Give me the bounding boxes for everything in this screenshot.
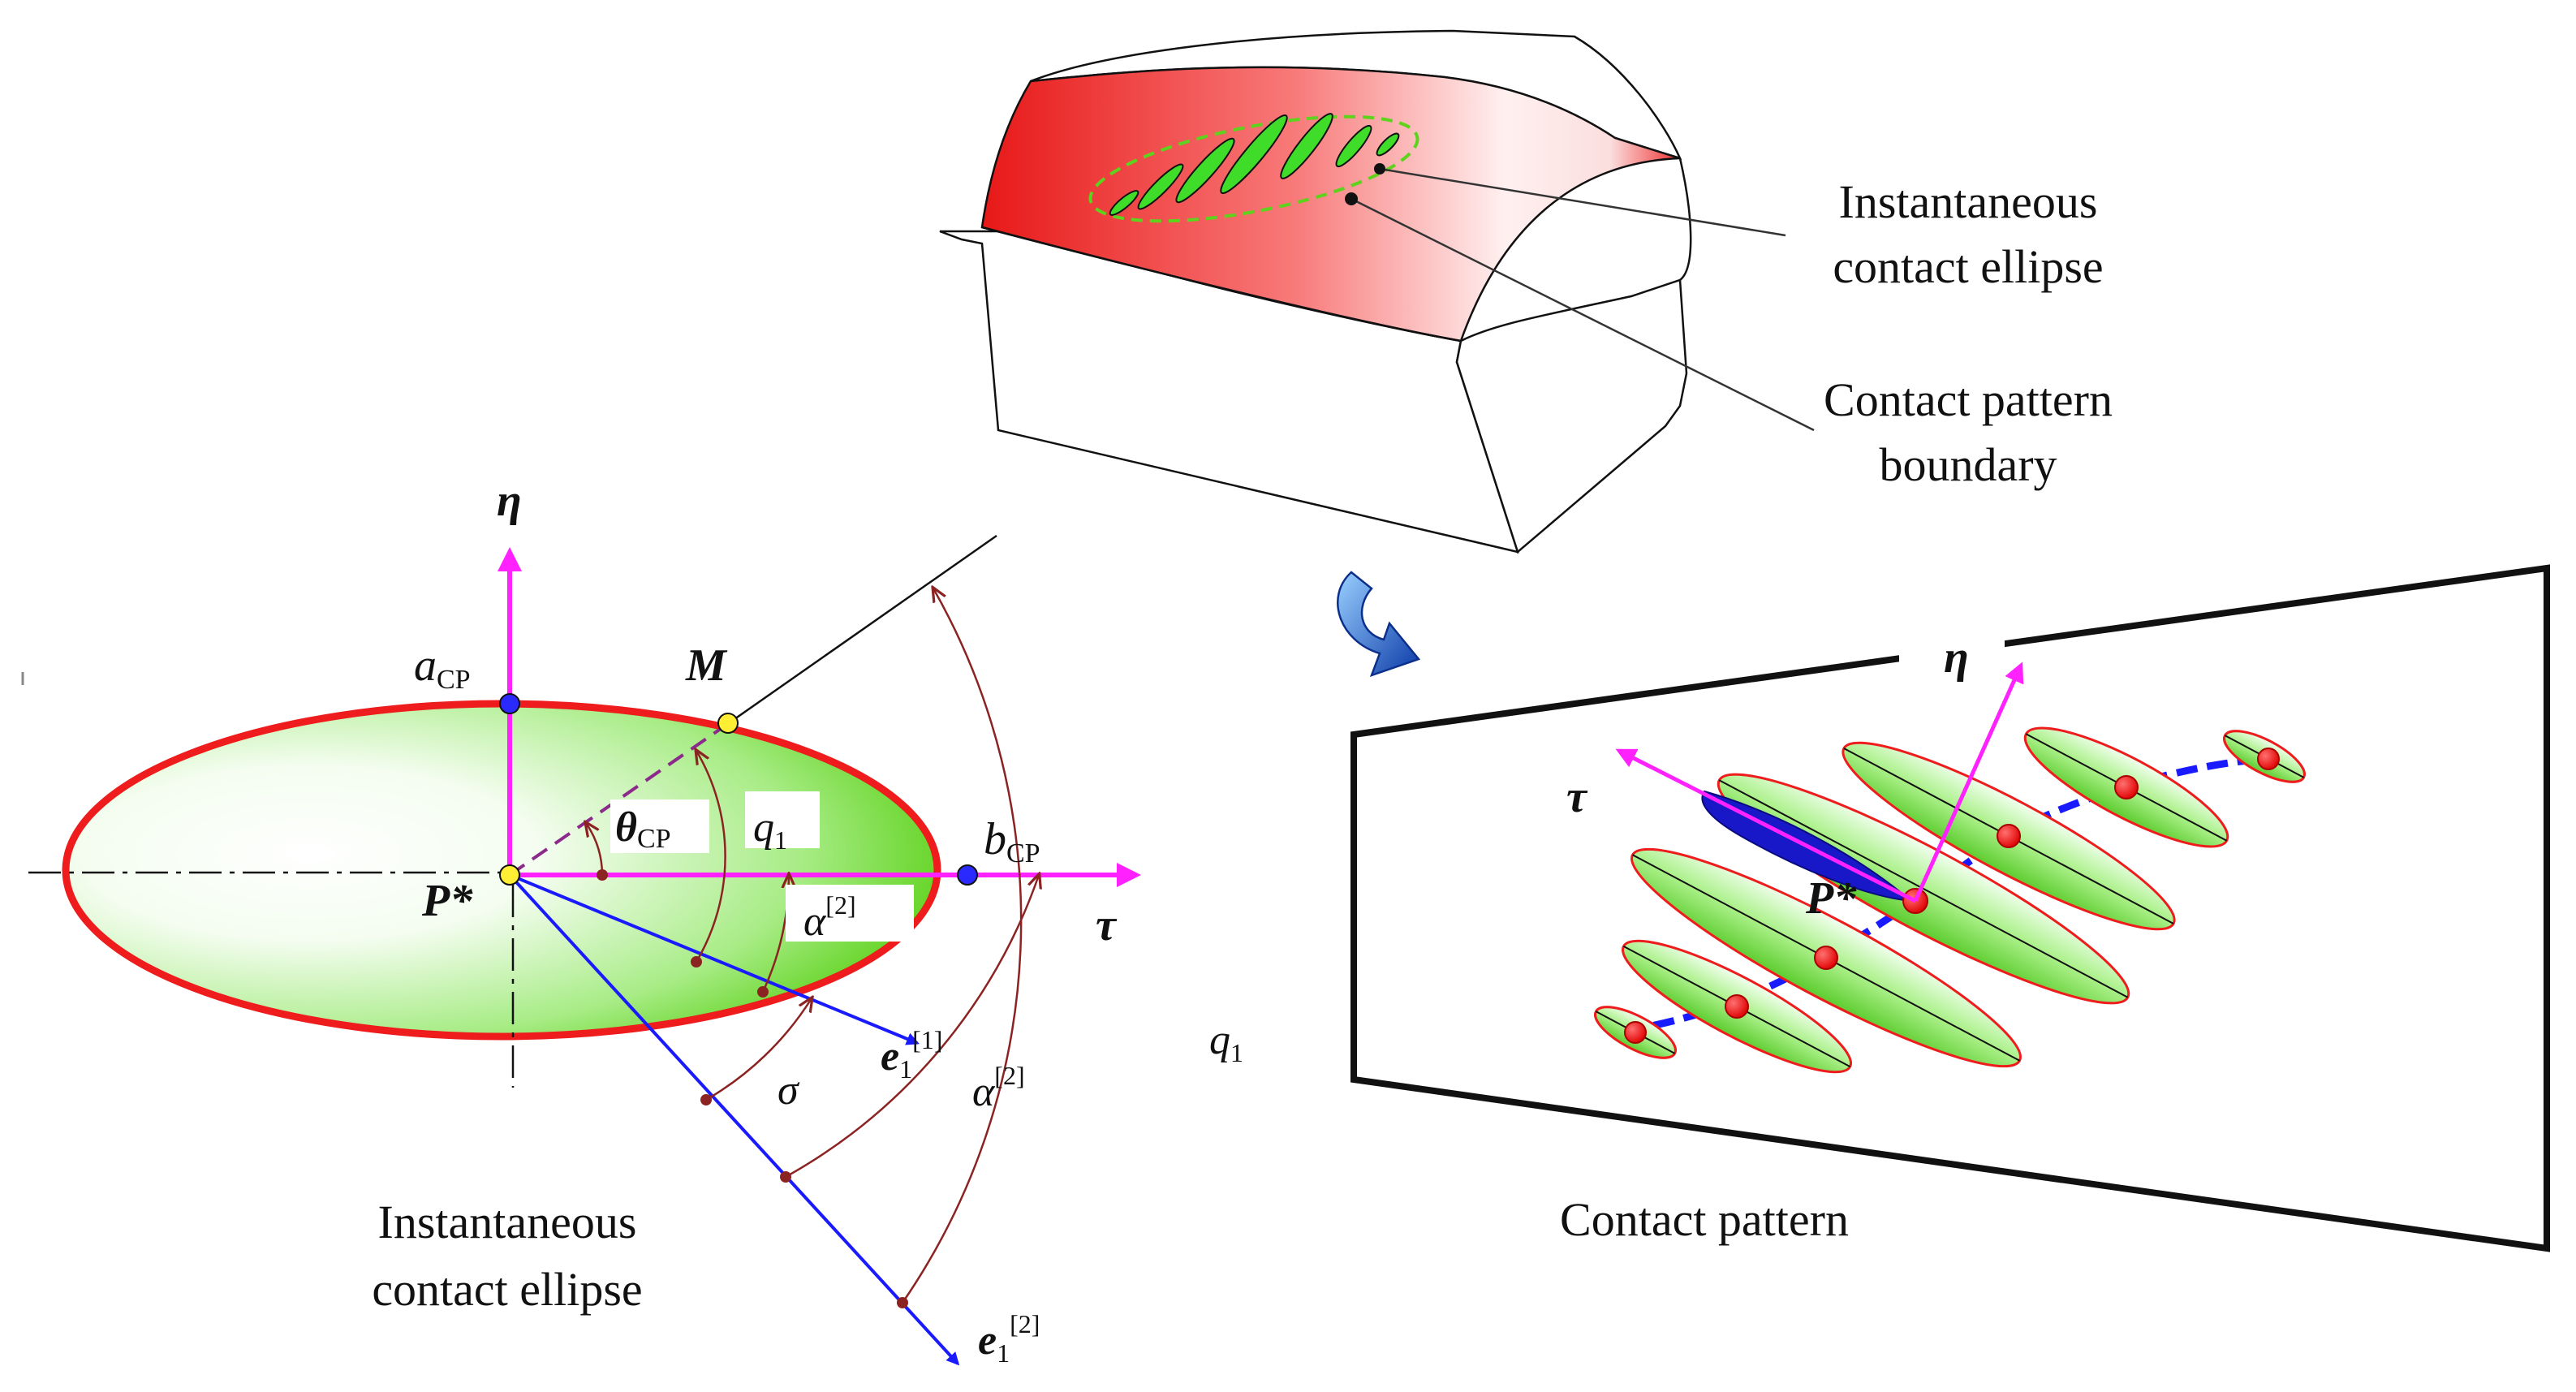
label-b-cp: bCP <box>984 814 1040 868</box>
label-contact-pattern-boundary: Contact pattern <box>1824 373 2113 426</box>
contact-pattern-panel: η τ P* <box>1350 564 2550 1252</box>
label-eta: η <box>497 476 522 526</box>
pattern-tau-axis <box>1615 748 1917 903</box>
q1-outer-arc <box>901 588 1023 1304</box>
frame-gap <box>1899 617 2005 666</box>
label-e1-2: e1[2] <box>978 1309 1040 1368</box>
contact-points <box>1624 748 2280 1044</box>
contact-pattern-boundary <box>1088 114 1419 223</box>
label-bg-q1-inner <box>745 791 820 848</box>
label-tau: τ <box>1096 900 1118 950</box>
point-m <box>717 713 739 734</box>
label-q1-inner: q1 <box>753 804 787 855</box>
q1-inner-arc <box>696 751 726 963</box>
leader-dot-ellipse <box>1374 163 1385 175</box>
label-alpha-inner: α[2] <box>803 890 856 945</box>
label-instantaneous-contact-ellipse-bottom: Instantaneous <box>378 1196 637 1248</box>
arc-endpoint-dots <box>597 869 908 1308</box>
label-bg-theta <box>610 799 709 853</box>
label-e1-1: e1[1] <box>881 1025 942 1084</box>
label-instantaneous-contact-ellipse-top-2: contact ellipse <box>1833 240 2103 293</box>
tangent-leader-line <box>726 534 997 726</box>
label-q1-outer: q1 <box>1209 1017 1243 1067</box>
sigma-arc <box>705 998 812 1101</box>
label-a-cp: aCP <box>414 640 471 695</box>
label-theta-cp: θCP <box>615 804 671 854</box>
label-sigma: σ <box>778 1067 800 1114</box>
label-bg-alpha-inner <box>786 885 914 942</box>
pattern-eta-axis <box>1913 662 2024 903</box>
point-b-cp <box>957 864 978 886</box>
theta-dashed-ray <box>508 723 728 877</box>
point-p-star <box>499 864 520 886</box>
tooth-contact-ellipses <box>1109 113 1400 216</box>
label-contact-pattern-boundary-2: boundary <box>1879 438 2057 491</box>
label-m: M <box>685 640 728 691</box>
label-p-star: P* <box>421 876 473 926</box>
curved-arrow-icon <box>1337 571 1421 678</box>
leader-dot-boundary <box>1345 192 1358 205</box>
label-instantaneous-contact-ellipse-bottom-2: contact ellipse <box>372 1263 642 1316</box>
e1-1-vector <box>509 873 920 1045</box>
leader-boundary <box>1350 197 1815 432</box>
point-a-cp <box>499 693 520 714</box>
leader-ellipse <box>1379 167 1786 237</box>
tooth-side-face <box>1455 278 1688 554</box>
pattern-label-eta: η <box>1944 632 1969 683</box>
tooth-right-edge <box>1678 157 1692 281</box>
label-instantaneous-contact-ellipse-top: Instantaneous <box>1839 175 2098 228</box>
gear-tooth-illustration <box>939 29 1815 554</box>
left-ellipse-diagram: η aCP M θCP q1 bCP τ P* α[2] e1[1] σ α[2… <box>21 476 1243 1368</box>
tooth-edge-line <box>981 226 1462 343</box>
pattern-label-p-star: P* <box>1805 873 1857 924</box>
angle-arcs <box>586 588 1039 1304</box>
label-contact-pattern: Contact pattern <box>1560 1193 1849 1246</box>
label-alpha-outer: α[2] <box>972 1061 1025 1115</box>
alpha-outer-arc <box>785 875 1039 1179</box>
e1-2-vector <box>508 873 960 1366</box>
pattern-label-tau: τ <box>1566 772 1588 822</box>
